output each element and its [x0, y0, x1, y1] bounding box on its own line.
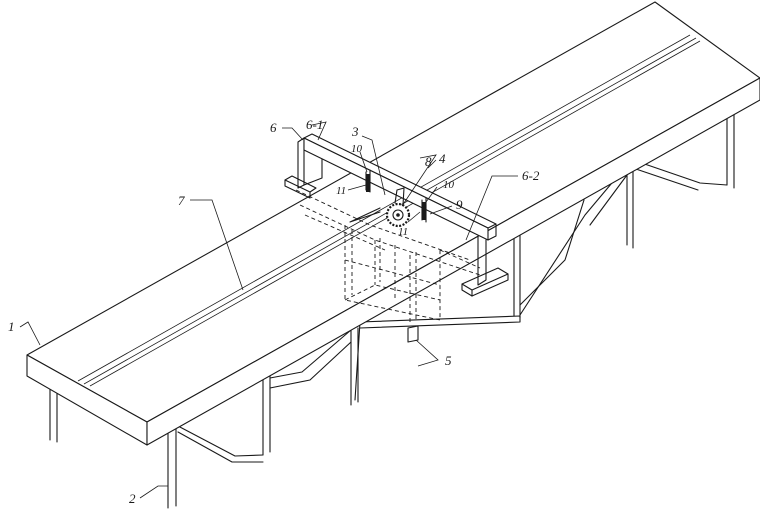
label-6-2: 6-2	[522, 168, 540, 183]
hidden-lines	[295, 189, 481, 343]
label-11-left: 11	[336, 185, 346, 197]
clamp-right	[422, 202, 426, 220]
clamp-left	[366, 174, 370, 192]
label-9: 9	[456, 197, 463, 212]
label-11-right: 11	[398, 226, 408, 238]
label-6-1: 6-1	[306, 117, 323, 132]
label-10-left: 10	[351, 143, 363, 155]
leader-lines	[19, 121, 518, 499]
blade-assembly	[349, 174, 426, 228]
cutting-frame	[284, 133, 509, 297]
label-2: 2	[129, 491, 136, 506]
label-7: 7	[178, 193, 185, 208]
label-1: 1	[8, 319, 15, 334]
label-4: 4	[439, 151, 446, 166]
label-5: 5	[445, 353, 452, 368]
label-10-right: 10	[443, 179, 455, 191]
part-labels: 1 2 3 4 5 6 6-1 6-2 7 8 9 10 10 11 11	[8, 117, 540, 506]
label-6: 6	[270, 120, 277, 135]
label-8: 8	[425, 154, 432, 169]
label-3: 3	[351, 124, 359, 139]
support-structure	[49, 97, 735, 509]
